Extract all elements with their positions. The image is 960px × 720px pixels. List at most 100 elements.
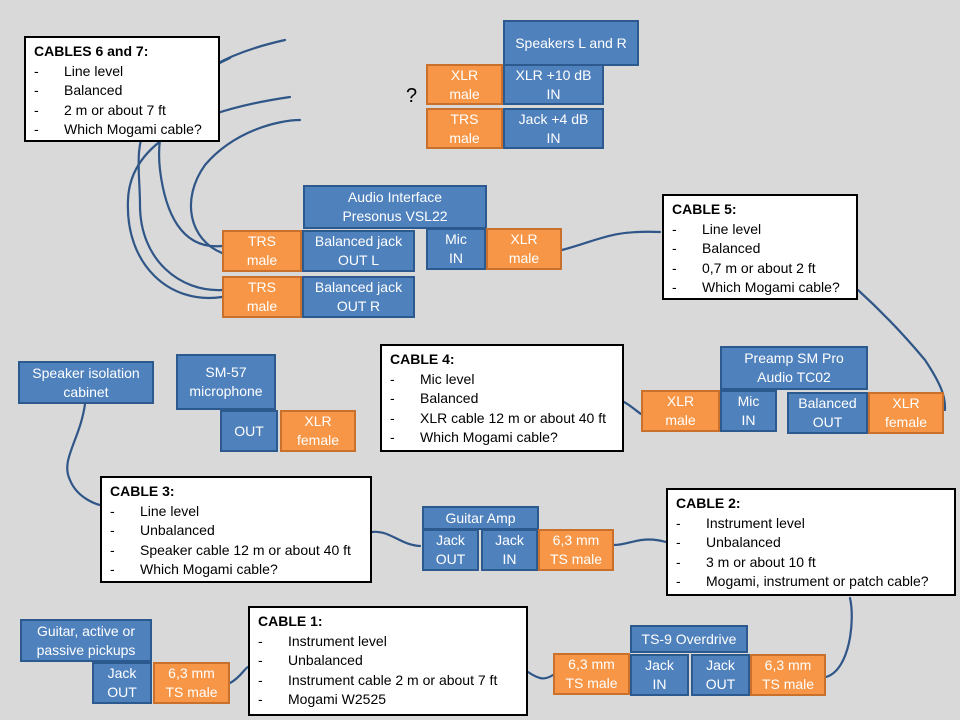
note-item-text: Which Mogami cable? xyxy=(420,429,558,445)
note-bullet: - xyxy=(390,429,395,445)
note-item: - Balanced xyxy=(34,81,210,101)
note-bullet: - xyxy=(34,101,39,118)
note-bullet: - xyxy=(258,652,263,668)
note-item-text: Unbalanced xyxy=(288,652,363,668)
preamp-xlr-female-connector: XLR female xyxy=(868,392,944,434)
preamp-balanced-out: Balanced OUT xyxy=(787,392,868,434)
note-item: - Which Mogami cable? xyxy=(390,428,614,448)
preamp-title: Preamp SM Pro Audio TC02 xyxy=(720,346,868,390)
overdrive-jack-in: Jack IN xyxy=(630,654,689,696)
cable-6-wire-b xyxy=(189,118,302,255)
note-item-text: Which Mogami cable? xyxy=(140,561,278,577)
note-bullet: - xyxy=(676,514,681,531)
cable-4-note: CABLE 4:-Mic level-Balanced-XLR cable 12… xyxy=(380,344,624,452)
overdrive-jack-out: Jack OUT xyxy=(691,654,750,696)
note-item: - Mic level xyxy=(390,370,614,390)
note-item: -Mogami W2525 xyxy=(258,690,518,710)
note-bullet: - xyxy=(34,121,39,137)
interface-title: Audio Interface Presonus VSL22 xyxy=(303,185,487,229)
cable-4-wire xyxy=(622,400,643,416)
note-item-text: Balanced xyxy=(64,82,123,98)
sm57-out: OUT xyxy=(220,410,278,452)
note-item-text: XLR cable 12 m or about 40 ft xyxy=(420,409,606,426)
amp-jack-out: Jack OUT xyxy=(422,529,479,571)
note-bullet: - xyxy=(672,240,677,256)
note-bullet: - xyxy=(110,502,115,519)
note-bullet: - xyxy=(676,573,681,589)
note-item-text: 3 m or about 10 ft xyxy=(706,553,816,570)
note-title: CABLES 6 and 7: xyxy=(34,43,149,59)
note-item: -XLR cable 12 m or about 40 ft xyxy=(390,409,614,429)
guitar-title: Guitar, active or passive pickups xyxy=(20,619,152,662)
note-item: -Balanced xyxy=(672,239,848,259)
note-item-text: Instrument cable 2 m or about 7 ft xyxy=(288,671,498,688)
note-item-text: Which Mogami cable? xyxy=(702,279,840,295)
note-bullet: - xyxy=(672,279,677,295)
note-item: -Line level xyxy=(672,220,848,240)
note-item: - Mogami, instrument or patch cable? xyxy=(676,572,946,592)
note-bullet: - xyxy=(390,370,395,387)
note-item-text: Line level xyxy=(64,62,124,79)
note-bullet: - xyxy=(676,553,681,570)
note-item-text: Which Mogami cable? xyxy=(64,121,202,137)
note-item: -Line level xyxy=(34,62,210,82)
note-item-text: 2 m or about 7 ft xyxy=(64,101,166,118)
cable-1-note: CABLE 1:-Instrument level-Unbalanced-Ins… xyxy=(248,606,528,716)
guitar-jack-out: Jack OUT xyxy=(92,662,152,704)
amp-title: Guitar Amp xyxy=(422,506,539,530)
note-title: CABLE 1: xyxy=(258,613,323,629)
note-title: CABLE 3: xyxy=(110,483,175,499)
note-bullet: - xyxy=(672,259,677,276)
note-item-text: Balanced xyxy=(420,390,479,406)
note-item-text: Speaker cable 12 m or about 40 ft xyxy=(140,541,351,558)
note-item: - Balanced xyxy=(390,389,614,409)
note-item: -Speaker cable 12 m or about 40 ft xyxy=(110,541,362,561)
note-item: - Which Mogami cable? xyxy=(672,278,848,298)
note-list: -Line level-Unbalanced-Speaker cable 12 … xyxy=(110,502,362,580)
note-title: CABLE 4: xyxy=(390,351,455,367)
speakers-xlr-in: XLR +10 dB IN xyxy=(503,64,604,105)
note-list: -Instrument level-Unbalanced-3 m or abou… xyxy=(676,514,946,592)
interface-out-r: Balanced jack OUT R xyxy=(302,276,415,318)
cable-6-7-note: CABLES 6 and 7:-Line level-Balanced-2 m … xyxy=(24,36,220,142)
note-bullet: - xyxy=(390,390,395,406)
overdrive-title: TS-9 Overdrive xyxy=(630,625,748,653)
note-bullet: - xyxy=(672,220,677,237)
cable-1-wire xyxy=(228,665,555,685)
note-bullet: - xyxy=(34,82,39,98)
note-item: -Instrument level xyxy=(258,632,518,652)
interface-trs-r-connector: TRS male xyxy=(222,276,302,318)
note-item-text: Instrument level xyxy=(706,514,805,531)
amp-ts-male-connector: 6,3 mm TS male xyxy=(538,529,614,571)
note-item-text: 0,7 m or about 2 ft xyxy=(702,259,816,276)
note-item: - 2 m or about 7 ft xyxy=(34,101,210,121)
note-item: -Unbalanced xyxy=(110,521,362,541)
note-bullet: - xyxy=(110,522,115,538)
note-item: - 0,7 m or about 2 ft xyxy=(672,259,848,279)
interface-out-l: Balanced jack OUT L xyxy=(302,230,415,272)
amp-jack-in: Jack IN xyxy=(481,529,538,571)
note-list: -Mic level-Balanced-XLR cable 12 m or ab… xyxy=(390,370,614,448)
sm57-title: SM-57 microphone xyxy=(176,354,276,410)
overdrive-ts-out-connector: 6,3 mm TS male xyxy=(750,654,826,696)
interface-xlr-male-connector: XLR male xyxy=(486,228,562,270)
question-mark: ? xyxy=(406,85,418,107)
sm57-xlr-female-connector: XLR female xyxy=(280,410,356,452)
note-bullet: - xyxy=(110,561,115,577)
note-item: - 3 m or about 10 ft xyxy=(676,553,946,573)
note-item: - Instrument level xyxy=(676,514,946,534)
note-item-text: Line level xyxy=(140,502,200,519)
note-item: -Unbalanced xyxy=(676,533,946,553)
preamp-mic-in: Mic IN xyxy=(720,390,777,432)
note-list: -Line level-Balanced-2 m or about 7 ft-W… xyxy=(34,62,210,140)
note-bullet: - xyxy=(258,671,263,688)
speaker-cabinet-title: Speaker isolation cabinet xyxy=(18,361,154,404)
cable-3-wire xyxy=(66,402,422,548)
cable-3-note: CABLE 3:-Line level-Unbalanced-Speaker c… xyxy=(100,476,372,583)
note-item: - Line level xyxy=(110,502,362,522)
note-item-text: Mogami, instrument or patch cable? xyxy=(706,573,929,589)
note-list: -Line level-Balanced-0,7 m or about 2 ft… xyxy=(672,220,848,298)
overdrive-ts-in-connector: 6,3 mm TS male xyxy=(553,653,630,695)
note-item-text: Mic level xyxy=(420,370,475,387)
note-item-text: Mogami W2525 xyxy=(288,691,387,707)
